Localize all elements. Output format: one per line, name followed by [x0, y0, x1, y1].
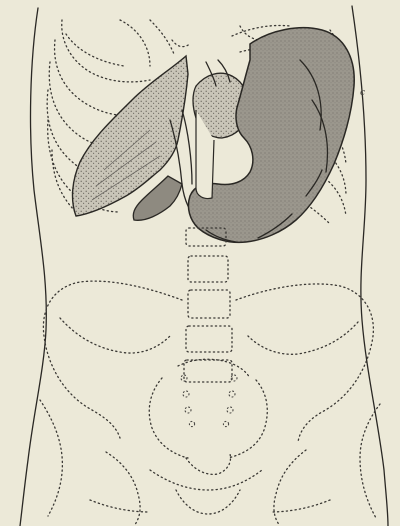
- sacral-foramina: [181, 375, 237, 427]
- label-c: c: [360, 88, 365, 98]
